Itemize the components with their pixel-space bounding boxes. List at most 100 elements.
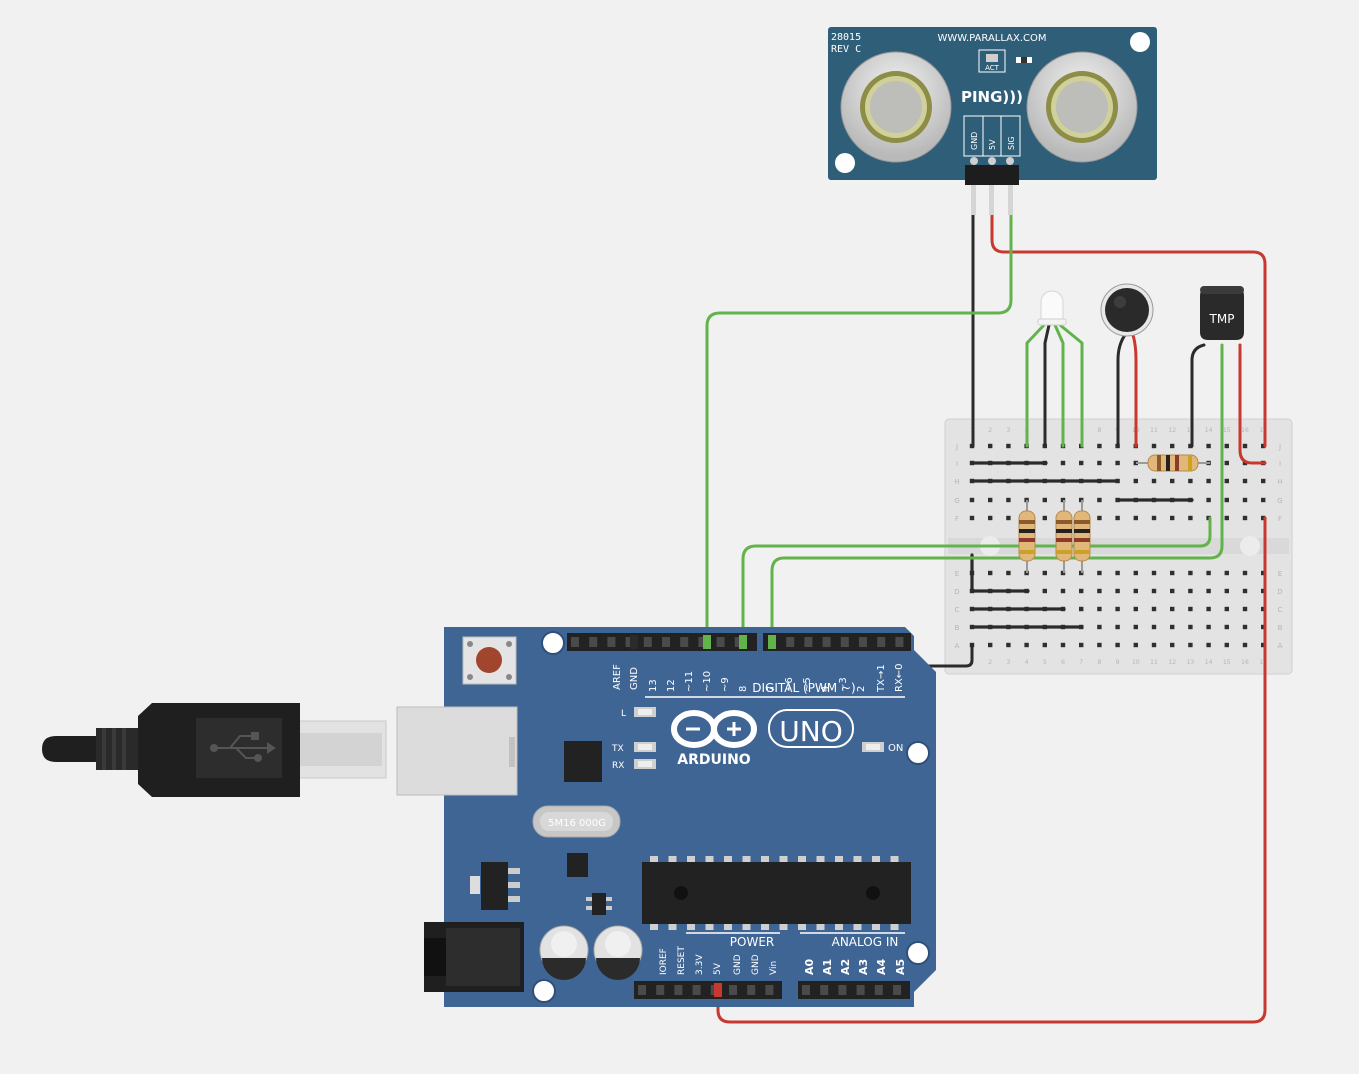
analog-header[interactable] xyxy=(798,981,910,999)
header-pin[interactable] xyxy=(643,637,652,647)
breadboard-hole[interactable] xyxy=(969,515,975,521)
breadboard-hole[interactable] xyxy=(1188,606,1193,612)
header-pin[interactable] xyxy=(859,637,867,647)
breadboard-hole[interactable] xyxy=(1151,570,1157,576)
header-pin[interactable] xyxy=(822,637,831,647)
breadboard-hole[interactable] xyxy=(1133,570,1138,576)
breadboard-hole[interactable] xyxy=(1242,624,1248,630)
breadboard-hole[interactable] xyxy=(1261,497,1266,503)
digital-header-right[interactable] xyxy=(763,633,911,651)
breadboard-hole[interactable] xyxy=(1115,570,1120,576)
breadboard-hole[interactable] xyxy=(1079,588,1084,594)
breadboard-hole[interactable] xyxy=(1079,460,1084,466)
breadboard-hole[interactable] xyxy=(1224,478,1229,484)
breadboard-hole[interactable] xyxy=(988,515,993,521)
header-pin[interactable] xyxy=(607,637,616,647)
header-pin[interactable] xyxy=(589,637,598,647)
breadboard-hole[interactable] xyxy=(1006,642,1011,648)
breadboard-hole[interactable] xyxy=(969,497,975,503)
wire-red-5v-arduino[interactable] xyxy=(716,516,1267,1024)
breadboard-hole[interactable] xyxy=(1097,588,1102,594)
header-pin[interactable] xyxy=(716,637,725,647)
breadboard-hole[interactable] xyxy=(1170,443,1175,449)
breadboard-hole[interactable] xyxy=(1133,624,1138,630)
header-pin[interactable] xyxy=(804,637,813,647)
breadboard-hole[interactable] xyxy=(1261,606,1266,612)
breadboard-hole[interactable] xyxy=(1133,460,1138,466)
breadboard-hole[interactable] xyxy=(1115,460,1120,466)
header-pin[interactable] xyxy=(874,985,883,995)
breadboard-hole[interactable] xyxy=(1170,478,1175,484)
breadboard-hole[interactable] xyxy=(1133,606,1138,612)
breadboard-hole[interactable] xyxy=(1206,478,1211,484)
breadboard-hole[interactable] xyxy=(1242,478,1248,484)
resistor-vertical[interactable] xyxy=(1018,500,1036,573)
rgb-led[interactable] xyxy=(1037,290,1067,326)
breadboard-hole[interactable] xyxy=(1006,497,1011,503)
breadboard-hole[interactable] xyxy=(1224,588,1229,594)
breadboard-hole[interactable] xyxy=(1224,642,1229,648)
breadboard-hole[interactable] xyxy=(1097,606,1102,612)
breadboard-hole[interactable] xyxy=(1115,642,1120,648)
wire-green-pin8[interactable] xyxy=(741,516,1212,644)
breadboard-hole[interactable] xyxy=(1261,478,1266,484)
header-pin[interactable] xyxy=(734,637,743,647)
breadboard-hole[interactable] xyxy=(1224,497,1229,503)
breadboard-hole[interactable] xyxy=(1206,443,1211,449)
temperature-sensor[interactable]: TMP xyxy=(1200,286,1244,340)
breadboard-hole[interactable] xyxy=(1188,624,1193,630)
wire-red-tmp[interactable] xyxy=(1238,343,1267,465)
header-pin[interactable] xyxy=(856,985,865,995)
breadboard-hole[interactable] xyxy=(1097,624,1102,630)
wire-black-motor[interactable] xyxy=(1116,333,1127,448)
breadboard-hole[interactable] xyxy=(1042,570,1047,576)
wire-green-sig-pin10[interactable] xyxy=(705,212,1013,644)
ping-ultrasonic-sensor[interactable]: 28015 REV C WWW.PARALLAX.COM ACT PING)))… xyxy=(828,27,1157,215)
breadboard-hole[interactable] xyxy=(1042,642,1047,648)
breadboard-hole[interactable] xyxy=(988,497,993,503)
breadboard-hole[interactable] xyxy=(1206,570,1211,576)
resistor-horizontal[interactable] xyxy=(1136,454,1210,472)
breadboard-hole[interactable] xyxy=(1188,515,1193,521)
header-pin[interactable] xyxy=(895,637,904,647)
breadboard-hole[interactable] xyxy=(1242,606,1248,612)
breadboard-hole[interactable] xyxy=(1261,588,1266,594)
resistor-vertical[interactable] xyxy=(1055,500,1073,573)
breadboard-hole[interactable] xyxy=(1206,606,1211,612)
breadboard-hole[interactable] xyxy=(1097,460,1102,466)
breadboard-hole[interactable] xyxy=(1133,478,1138,484)
header-pin[interactable] xyxy=(692,985,701,995)
breadboard-hole[interactable] xyxy=(1115,606,1120,612)
header-pin[interactable] xyxy=(786,637,795,647)
breadboard-hole[interactable] xyxy=(1261,515,1266,521)
breadboard-hole[interactable] xyxy=(1151,478,1157,484)
header-pin[interactable] xyxy=(674,985,683,995)
header-pin[interactable] xyxy=(680,637,689,647)
breadboard-hole[interactable] xyxy=(1115,588,1120,594)
breadboard-hole[interactable] xyxy=(1097,497,1102,503)
breadboard-hole[interactable] xyxy=(1170,642,1175,648)
breadboard-hole[interactable] xyxy=(1206,588,1211,594)
breadboard-hole[interactable] xyxy=(1224,606,1229,612)
breadboard-hole[interactable] xyxy=(1242,642,1248,648)
header-pin[interactable] xyxy=(698,637,707,647)
breadboard-hole[interactable] xyxy=(1170,624,1175,630)
breadboard-hole[interactable] xyxy=(1151,588,1157,594)
breadboard-hole[interactable] xyxy=(1006,515,1011,521)
header-pin[interactable] xyxy=(638,985,646,995)
header-pin[interactable] xyxy=(802,985,810,995)
breadboard-hole[interactable] xyxy=(1206,624,1211,630)
breadboard-hole[interactable] xyxy=(1188,642,1193,648)
breadboard-hole[interactable] xyxy=(1115,624,1120,630)
breadboard-hole[interactable] xyxy=(1151,443,1157,449)
breadboard-hole[interactable] xyxy=(1261,570,1266,576)
breadboard-hole[interactable] xyxy=(1224,624,1229,630)
resistor-vertical[interactable] xyxy=(1073,500,1091,573)
breadboard-hole[interactable] xyxy=(1079,642,1084,648)
breadboard-hole[interactable] xyxy=(1133,642,1138,648)
breadboard-hole[interactable] xyxy=(1261,642,1266,648)
header-pin[interactable] xyxy=(625,637,634,647)
header-pin[interactable] xyxy=(820,985,829,995)
breadboard-hole[interactable] xyxy=(988,642,993,648)
breadboard-hole[interactable] xyxy=(1079,606,1084,612)
